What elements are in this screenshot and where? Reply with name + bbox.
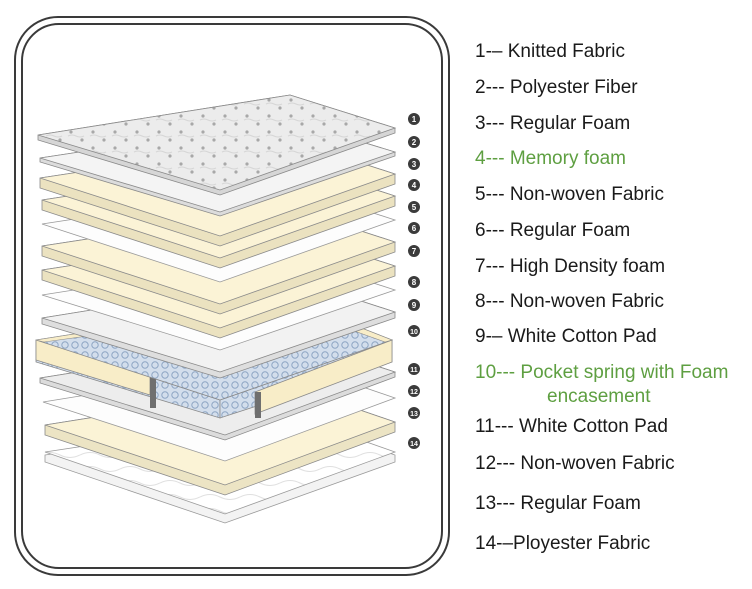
badge-10: 10 [408, 325, 420, 337]
legend-item-2: 2--- Polyester Fiber [475, 77, 638, 98]
svg-text:6: 6 [412, 224, 417, 233]
svg-text:14: 14 [410, 441, 418, 448]
badge-9: 9 [408, 299, 420, 311]
badge-2: 2 [408, 136, 420, 148]
outer-frame [14, 16, 450, 576]
svg-text:9: 9 [412, 301, 417, 310]
legend-item-10: 10--- Pocket spring with Foam [475, 362, 729, 383]
svg-text:12: 12 [410, 389, 418, 396]
legend-item-14: 14-–Ployester Fabric [475, 533, 651, 554]
legend-item-4: 4--- Memory foam [475, 148, 626, 169]
legend-item-10-continuation: encasement [547, 386, 651, 407]
svg-text:10: 10 [410, 329, 418, 336]
legend-item-9: 9-– White Cotton Pad [475, 326, 657, 347]
svg-text:13: 13 [410, 411, 418, 418]
svg-text:7: 7 [412, 247, 417, 256]
legend-item-1: 1-– Knitted Fabric [475, 41, 625, 62]
badge-6: 6 [408, 222, 420, 234]
badge-1: 1 [408, 113, 420, 125]
svg-text:4: 4 [412, 181, 417, 190]
legend-item-8: 8--- Non-woven Fabric [475, 291, 664, 312]
svg-text:2: 2 [412, 138, 417, 147]
badge-7: 7 [408, 245, 420, 257]
badge-13: 13 [408, 407, 420, 419]
badge-8: 8 [408, 276, 420, 288]
badge-12: 12 [408, 385, 420, 397]
badge-3: 3 [408, 158, 420, 170]
legend-item-6: 6--- Regular Foam [475, 220, 631, 241]
legend-item-12: 12--- Non-woven Fabric [475, 453, 675, 474]
inner-frame [21, 23, 443, 569]
legend-item-5: 5--- Non-woven Fabric [475, 184, 664, 205]
badge-4: 4 [408, 179, 420, 191]
svg-text:5: 5 [412, 203, 417, 212]
layer-1-knitted-fabric [37, 94, 397, 196]
legend-item-13: 13--- Regular Foam [475, 493, 641, 514]
svg-text:3: 3 [412, 160, 417, 169]
legend-item-11: 11--- White Cotton Pad [475, 416, 668, 437]
svg-text:8: 8 [412, 278, 417, 287]
badge-11: 11 [408, 363, 420, 375]
legend-item-3: 3--- Regular Foam [475, 113, 631, 134]
legend-item-7: 7--- High Density foam [475, 256, 666, 277]
svg-text:11: 11 [410, 367, 418, 374]
badge-5: 5 [408, 201, 420, 213]
svg-text:1: 1 [412, 115, 417, 124]
badge-14: 14 [408, 437, 420, 449]
